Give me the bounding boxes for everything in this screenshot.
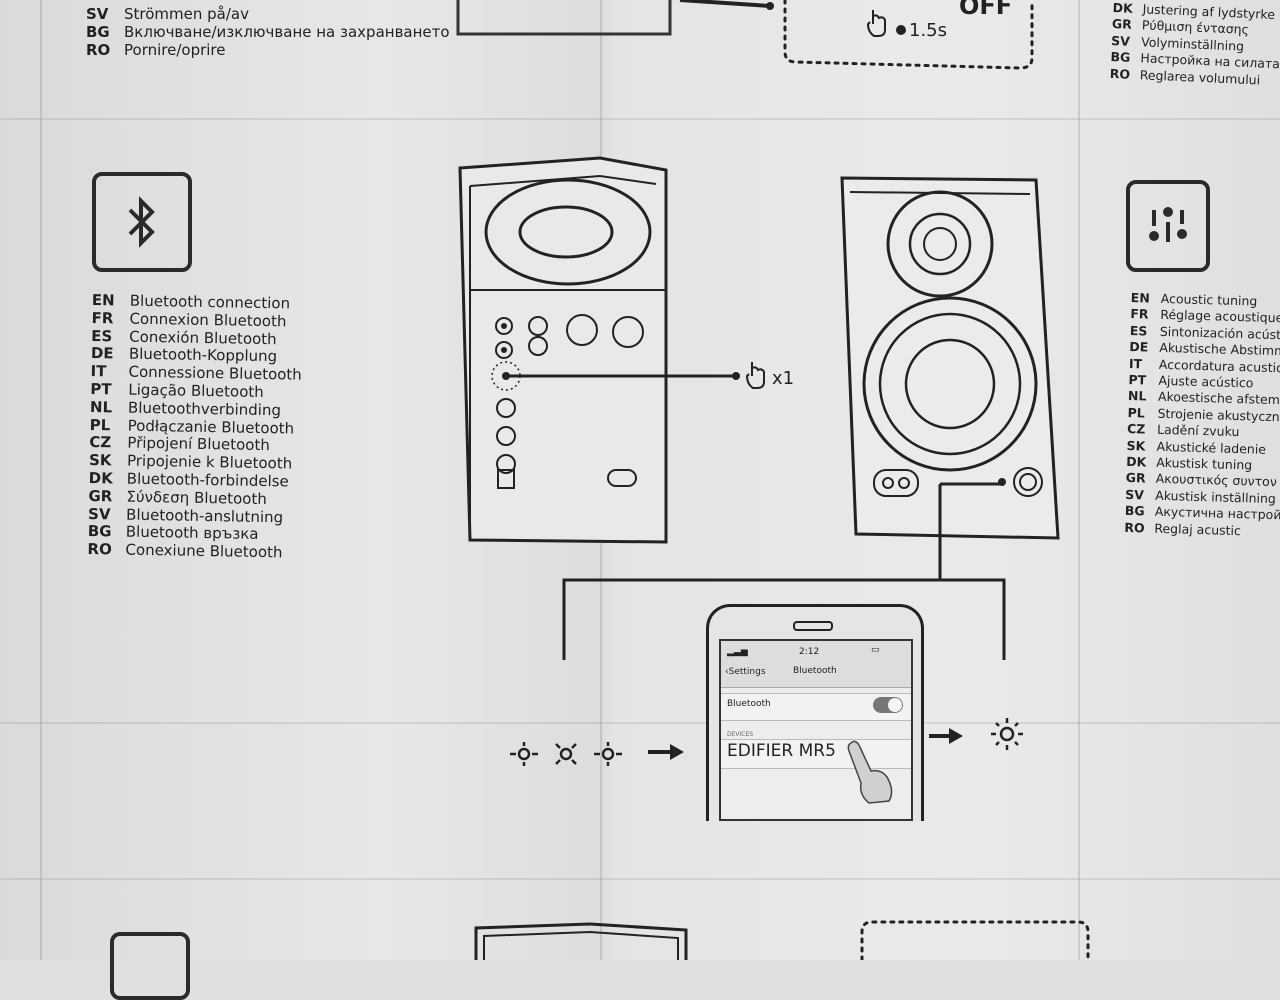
led-blink-icon — [601, 747, 615, 761]
top-power-diagram — [456, 0, 1034, 70]
equalizer-icon-box — [1126, 180, 1210, 272]
led-solid-sequence — [929, 718, 1023, 750]
power-socket — [607, 469, 637, 487]
hand-press-icon — [866, 10, 886, 37]
led-solid-icon — [991, 718, 1023, 750]
press-time-label: 1.5s — [909, 20, 948, 41]
screen-title: Bluetooth — [793, 666, 837, 676]
finger-tap-icon — [847, 740, 893, 804]
device-name[interactable]: EDIFIER MR5 — [727, 741, 836, 761]
knob — [496, 426, 516, 446]
led-blink-icon — [559, 747, 573, 761]
back-button[interactable]: ‹Settings — [725, 667, 766, 677]
phone-screen: 2:12 ▂▃▅ ▭ ‹Settings Bluetooth Bluetooth… — [719, 639, 913, 821]
bottom-speaker-diagram — [474, 922, 688, 960]
devices-header: DEVICES — [727, 731, 754, 738]
speaker-diagram — [458, 156, 1060, 660]
equalizer-icon — [1149, 207, 1187, 242]
bluetooth-row-label: Bluetooth — [727, 699, 771, 709]
status-time: 2:12 — [799, 647, 820, 657]
bluetooth-toggle[interactable] — [873, 697, 903, 713]
bottom-dashed-box — [860, 920, 1090, 960]
phone-nav-bar — [721, 641, 911, 688]
phone-speaker-slot — [793, 621, 833, 631]
front-speaker — [562, 176, 1060, 660]
volume-knob — [1013, 467, 1043, 497]
off-label: OFF — [959, 0, 1013, 20]
rca-jack — [495, 317, 513, 335]
trs-jack — [528, 316, 548, 336]
hand-press-icon — [745, 362, 765, 389]
bluetooth-icon — [128, 196, 155, 248]
knob — [496, 454, 516, 474]
knob — [496, 398, 516, 418]
fold-line — [0, 118, 1280, 120]
arrow-right-icon — [929, 728, 963, 744]
signal-icon: ▂▃▅ — [727, 647, 748, 657]
trs-jack — [528, 336, 548, 356]
led-blink-icon — [517, 747, 531, 761]
battery-icon: ▭ — [871, 645, 880, 655]
bluetooth-icon-box — [92, 172, 192, 272]
tweeter — [886, 190, 994, 298]
fold-line — [1078, 0, 1080, 960]
arrow-right-icon — [648, 744, 684, 760]
usb-port — [497, 469, 515, 489]
rca-jack — [495, 341, 513, 359]
xlr-jack — [566, 314, 598, 346]
fold-line — [0, 878, 1280, 880]
fold-line — [40, 0, 42, 960]
next-icon-box — [110, 932, 190, 1000]
rear-speaker — [458, 156, 740, 544]
phone: 2:12 ▂▃▅ ▭ ‹Settings Bluetooth Bluetooth… — [706, 604, 924, 821]
led-flashing-sequence — [510, 742, 684, 766]
xlr-jack — [612, 316, 644, 348]
device-row[interactable] — [721, 739, 911, 769]
timer-icon — [896, 25, 906, 35]
fold-line — [0, 722, 1280, 724]
press-count-label: x1 — [772, 368, 795, 389]
port — [873, 469, 919, 497]
woofer — [862, 296, 1038, 472]
